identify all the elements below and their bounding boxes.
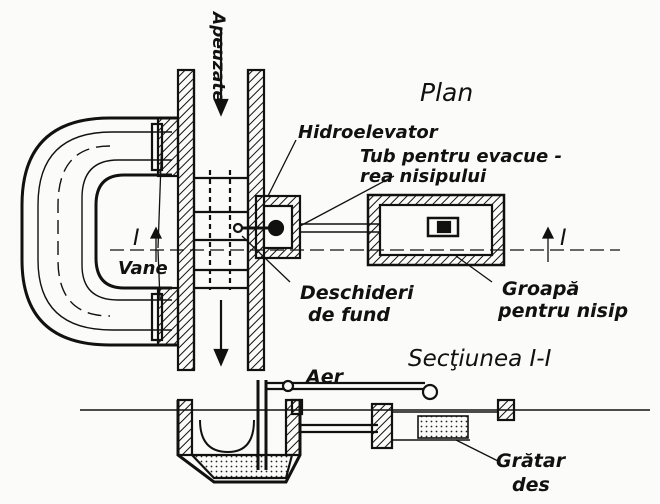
leader-lines: [241, 139, 493, 283]
section-chamber: [176, 380, 302, 484]
bypass-channel: [20, 116, 180, 347]
plan-view: [20, 30, 620, 372]
deschideri-label-line1: Deschideri: [300, 282, 414, 304]
aer-label: Aer: [306, 366, 343, 388]
groapa-label-line2: pentru nisip: [498, 300, 629, 322]
section-mark-right: I: [560, 226, 567, 251]
vane-leaders: [157, 134, 163, 301]
grate-leader: [455, 439, 501, 463]
hydroelevator-box: [232, 194, 302, 260]
deschideri-label-line2: de fund: [308, 304, 391, 326]
sand-pit-section: [370, 398, 516, 463]
screen-bars: [194, 176, 248, 290]
sand-pit-plan: [366, 193, 506, 267]
tub-label-line2: rea nisipului: [360, 166, 487, 187]
groapa-label-line1: Groapă: [502, 278, 580, 300]
plan-title: Plan: [420, 78, 474, 107]
section-pipe: [290, 398, 378, 434]
gratar-label-line1: Grătar: [496, 450, 566, 472]
section-line: [110, 226, 620, 262]
section-view: [80, 379, 650, 484]
gratar-label-line2: des: [512, 474, 550, 496]
apeuzate-label: Apeuzate: [208, 12, 228, 102]
tub-label-line1: Tub pentru evacue -: [360, 146, 562, 167]
air-pipe: [266, 379, 439, 401]
flow-arrows: [213, 30, 229, 367]
hidroelevator-label: Hidroelevator: [298, 122, 438, 143]
section-mark-left: I: [133, 226, 140, 251]
vane-label: Vane: [118, 258, 168, 279]
sectiunea-title: Secţiunea I-I: [408, 346, 552, 372]
